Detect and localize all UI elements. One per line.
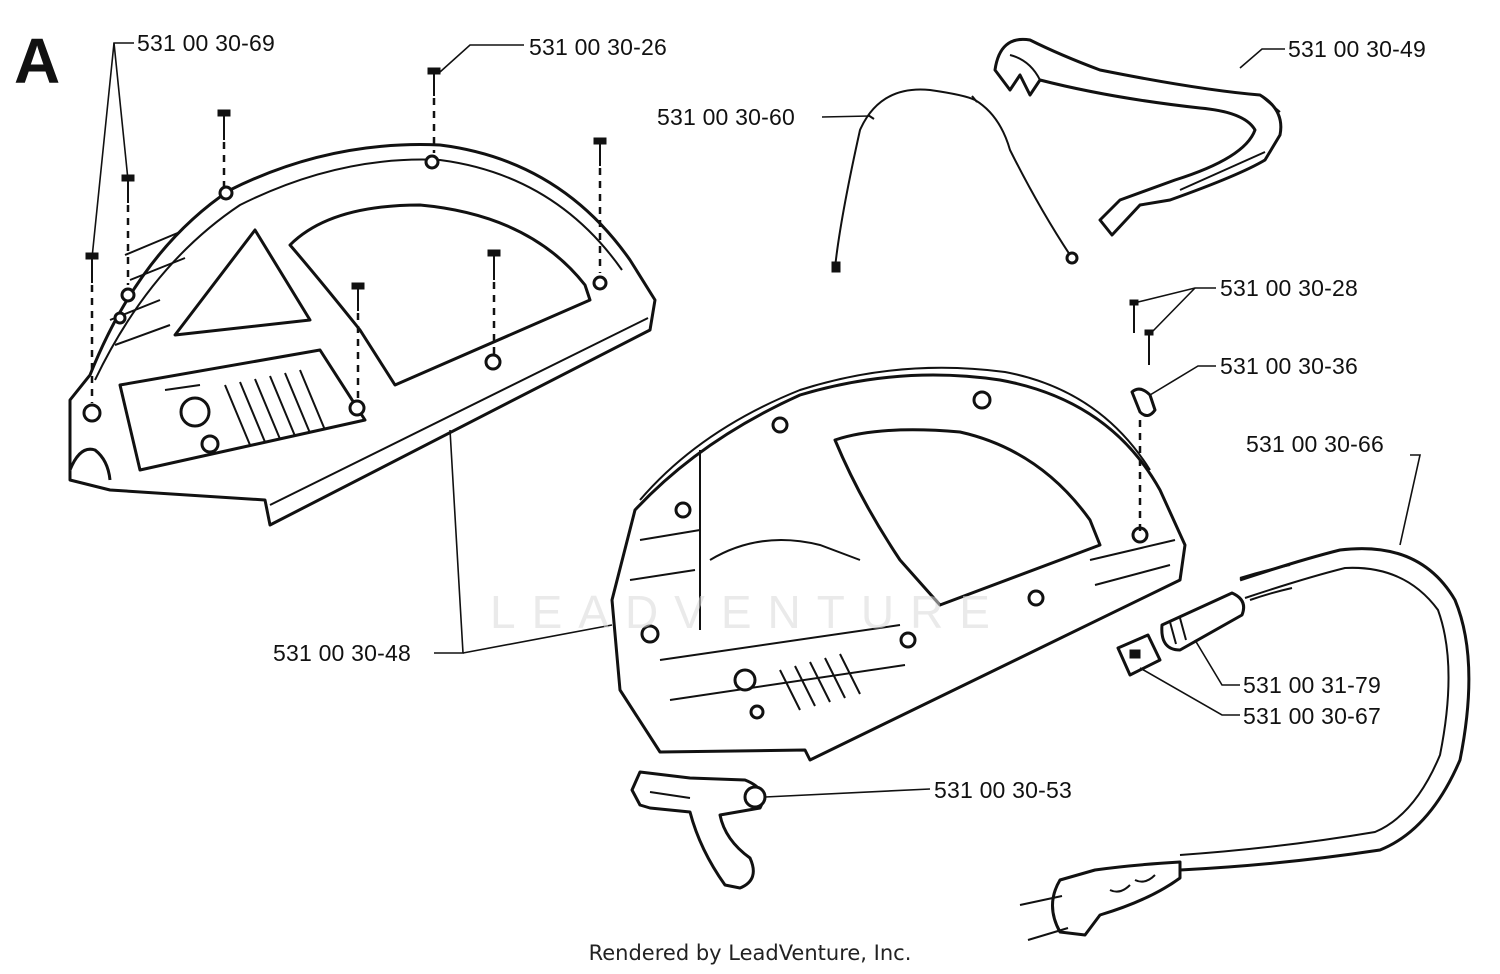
label-531-00-30-28[interactable]: 531 00 30-28 (1220, 275, 1358, 301)
label-531-00-30-66[interactable]: 531 00 30-66 (1246, 431, 1384, 457)
screws-group-right[interactable] (1129, 299, 1157, 535)
label-531-00-30-26[interactable]: 531 00 30-26 (529, 34, 667, 60)
screws-group-top[interactable] (85, 67, 607, 403)
label-531-00-31-79[interactable]: 531 00 31-79 (1243, 672, 1381, 698)
bottom-housing-part[interactable] (610, 366, 1187, 762)
label-531-00-30-49[interactable]: 531 00 30-49 (1288, 36, 1426, 62)
label-531-00-30-69[interactable]: 531 00 30-69 (137, 30, 275, 56)
top-cover-part[interactable] (68, 143, 657, 527)
power-cord-part[interactable] (1019, 547, 1471, 941)
wire-part[interactable] (831, 88, 1079, 273)
handle-part[interactable] (993, 37, 1283, 237)
label-531-00-30-36[interactable]: 531 00 30-36 (1220, 353, 1358, 379)
cord-protector-part[interactable] (1160, 591, 1246, 652)
label-531-00-30-60[interactable]: 531 00 30-60 (657, 104, 795, 130)
label-531-00-30-67[interactable]: 531 00 30-67 (1243, 703, 1381, 729)
label-531-00-30-53[interactable]: 531 00 30-53 (934, 777, 1072, 803)
label-531-00-30-48[interactable]: 531 00 30-48 (273, 640, 411, 666)
footer-credit: Rendered by LeadVenture, Inc. (588, 941, 912, 965)
section-letter: A (14, 25, 61, 97)
switch-lever-part[interactable] (630, 770, 767, 890)
leader-lines (91, 42, 1421, 798)
watermark-text: LEADVENTURE (490, 586, 1006, 638)
cord-clamp-part[interactable] (1116, 633, 1162, 677)
